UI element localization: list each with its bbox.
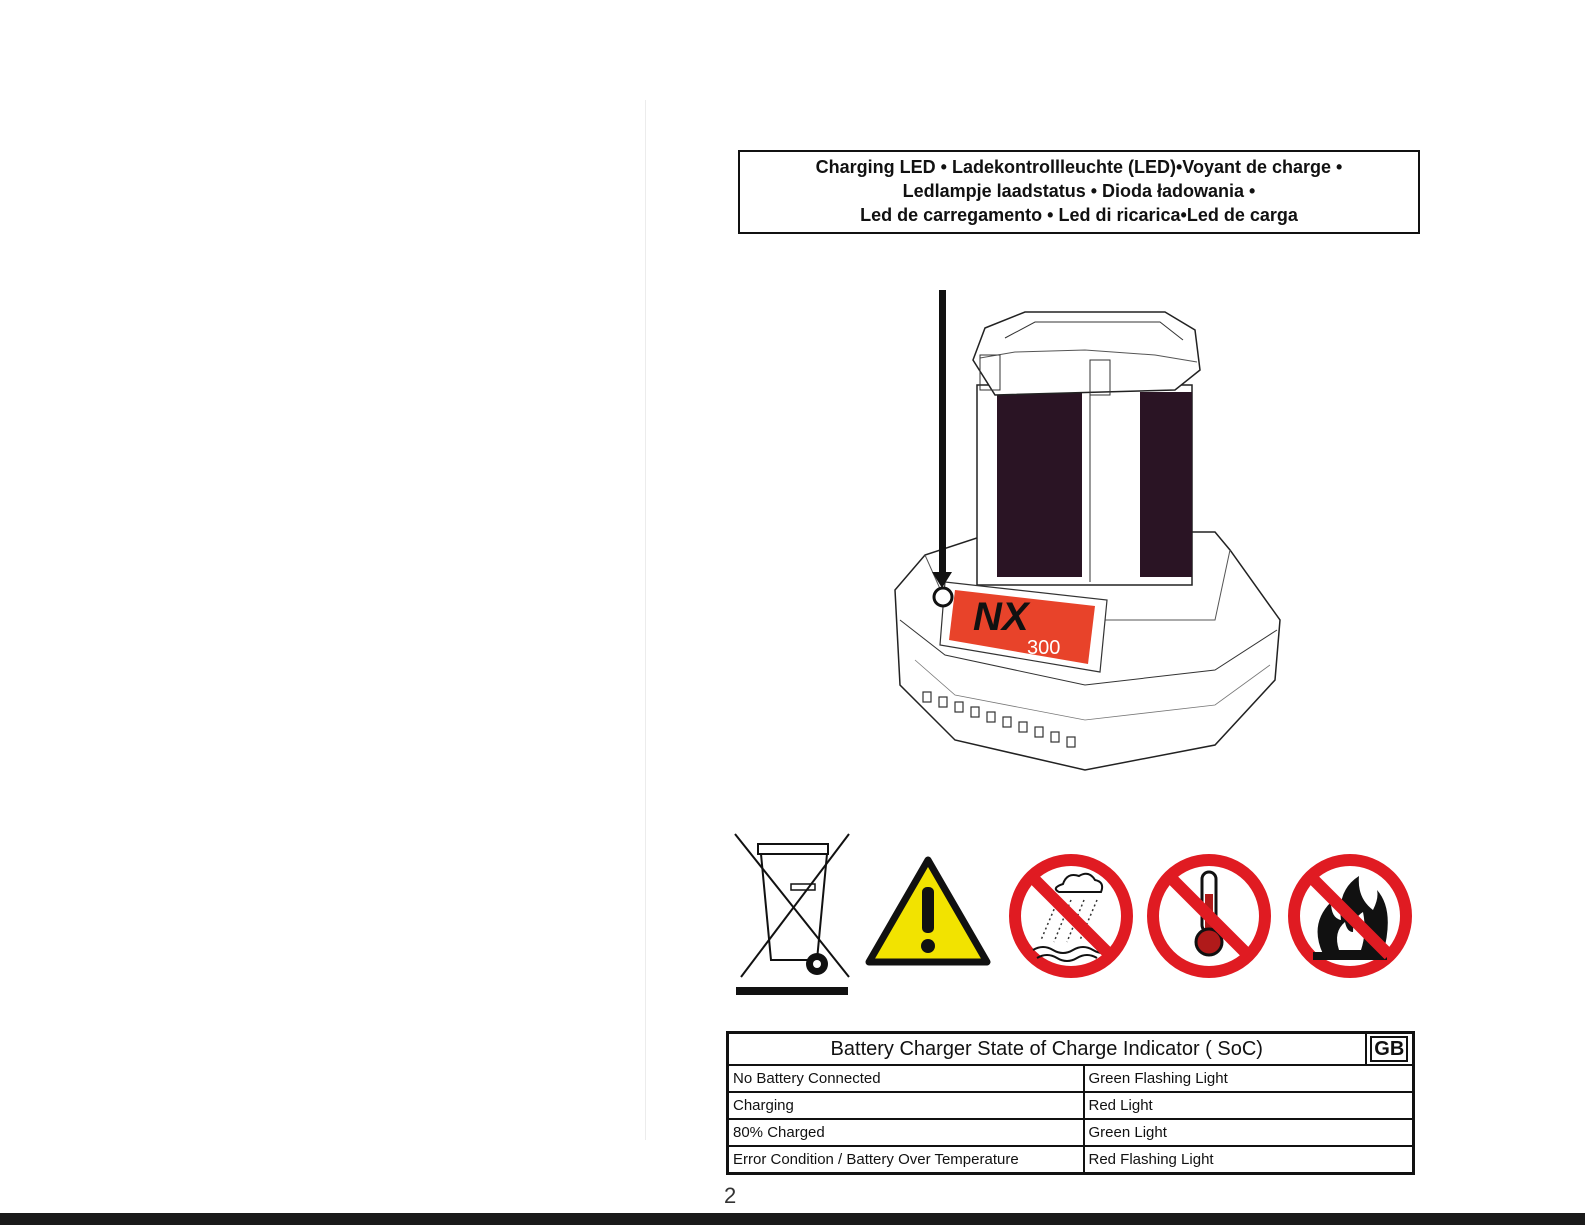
soc-light-cell: Red Flashing Light [1082,1145,1415,1175]
title-line-2: Ledlampje laadstatus • Dioda ładowania • [902,181,1256,201]
scan-bottom-edge [0,1213,1585,1225]
soc-light-cell: Red Light [1082,1091,1415,1120]
language-badge-gb: GB [1370,1035,1409,1062]
soc-state-cell: No Battery Connected [726,1064,1085,1093]
warning-exclamation-icon [865,856,991,966]
model-number: 300 [1027,637,1060,659]
soc-table-title: Battery Charger State of Charge Indicato… [726,1031,1367,1066]
no-rain-icon [1009,854,1133,978]
title-line-3: Led de carregamento • Led di ricarica•Le… [860,205,1298,225]
state-of-charge-table: Battery Charger State of Charge Indicato… [726,1031,1416,1175]
brand-logo: NX [973,595,1031,639]
table-row: No Battery Connected Green Flashing Ligh… [726,1064,1415,1093]
battery-side-panel-left [997,392,1082,577]
table-row: Error Condition / Battery Over Temperatu… [726,1145,1415,1175]
battery-side-panel-right [1140,392,1192,577]
page-number: 2 [724,1183,737,1208]
charging-led-title-box: Charging LED • Ladekontrollleuchte (LED)… [738,150,1420,234]
table-row: Charging Red Light [726,1091,1415,1120]
soc-state-cell: Charging [726,1091,1085,1120]
safety-symbols-row [734,833,1412,995]
soc-state-cell: Error Condition / Battery Over Temperatu… [726,1145,1085,1175]
soc-light-cell: Green Light [1082,1118,1415,1147]
led-pointer-arrow-head [932,572,952,588]
no-heat-icon [1147,854,1271,978]
no-fire-icon [1288,854,1412,978]
soc-light-cell: Green Flashing Light [1082,1064,1415,1093]
page-fold-line [645,100,646,1140]
soc-table-header-row: Battery Charger State of Charge Indicato… [726,1031,1415,1066]
vent-slots [922,691,1076,748]
led-pointer-arrow-shaft [939,290,946,578]
crossed-out-bin-icon [734,833,850,995]
charging-led-icon [932,586,954,608]
table-row: 80% Charged Green Light [726,1118,1415,1147]
battery-charger-illustration: NX 300 [894,311,1281,771]
title-line-1: Charging LED • Ladekontrollleuchte (LED)… [815,157,1343,177]
soc-state-cell: 80% Charged [726,1118,1085,1147]
